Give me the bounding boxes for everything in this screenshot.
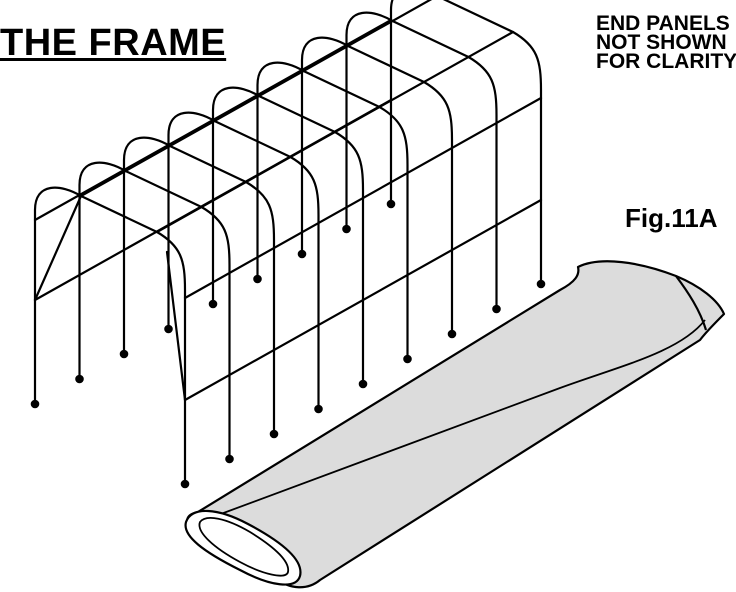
frame-brace xyxy=(33,194,83,302)
frame-rib xyxy=(122,136,276,432)
greenhouse-frame xyxy=(30,0,546,489)
frame-purlin xyxy=(183,198,543,402)
frame-rib xyxy=(300,36,454,332)
rib-foot xyxy=(536,279,546,289)
frame-rib xyxy=(167,111,320,407)
cover-seam xyxy=(209,319,706,519)
rib-foot xyxy=(358,379,368,389)
note-line-3: FOR CLARITY xyxy=(596,50,736,73)
frame-rib xyxy=(256,61,409,357)
rib-foot xyxy=(75,374,84,384)
rib-foot xyxy=(30,399,40,409)
rib-foot xyxy=(314,404,323,414)
rib-foot xyxy=(342,224,351,234)
frame-purlin xyxy=(33,18,393,222)
rib-foot xyxy=(180,479,190,489)
frame-rib xyxy=(78,161,231,457)
rolled-cover xyxy=(184,260,726,589)
figure-label: Fig.11A xyxy=(625,203,718,233)
rib-foot xyxy=(253,274,262,284)
end-panels-note: END PANELS NOT SHOWN FOR CLARITY xyxy=(596,12,736,73)
rib-foot xyxy=(386,199,396,209)
rib-foot xyxy=(119,349,129,359)
rib-foot xyxy=(447,329,457,339)
rib-foot xyxy=(225,454,234,464)
rib-foot xyxy=(297,249,307,259)
rib-foot xyxy=(208,299,218,309)
frame-rib xyxy=(389,0,543,282)
note-line-1: END PANELS xyxy=(596,12,730,35)
rib-foot xyxy=(403,354,412,364)
frame-purlin xyxy=(33,98,393,302)
frame-rib xyxy=(33,186,187,482)
rib-foot xyxy=(492,304,501,314)
note-line-2: NOT SHOWN xyxy=(596,31,727,54)
cover-roll-inner xyxy=(198,517,289,577)
rib-foot xyxy=(164,324,173,334)
section-title: THE FRAME xyxy=(0,22,227,64)
frame-purlin xyxy=(183,96,543,300)
frame-purlin xyxy=(79,0,433,198)
frame-brace xyxy=(165,250,187,402)
cover-roll-end xyxy=(184,509,302,586)
frame-rib xyxy=(345,11,498,307)
frame-rib xyxy=(211,86,365,382)
rib-foot xyxy=(269,429,279,439)
cover-inner-fold xyxy=(675,275,708,331)
